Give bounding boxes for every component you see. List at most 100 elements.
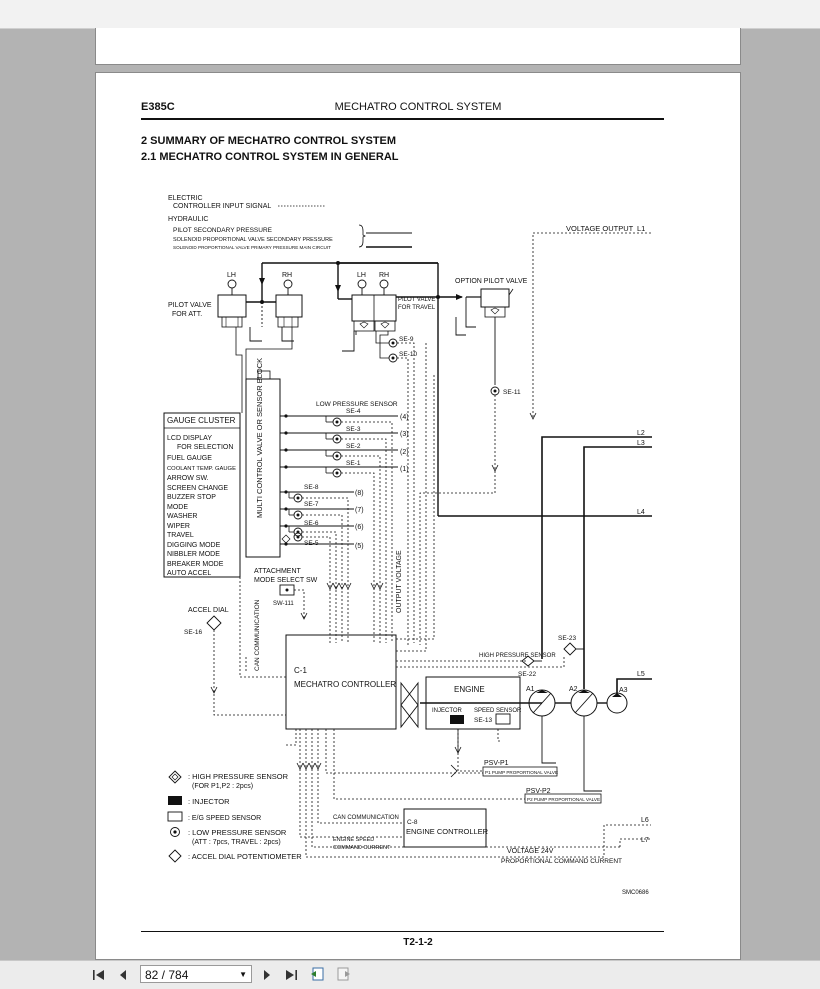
- pilot-valve-travel-label-1: PILOT VALVE: [398, 297, 435, 303]
- previous-page-icon: [120, 970, 126, 980]
- n5-label: (5): [355, 543, 364, 550]
- n3-label: (3): [400, 431, 409, 438]
- injector-icon: [450, 715, 464, 724]
- previous-view-icon: [311, 967, 324, 981]
- mechatro-controller: C-1 MECHATRO CONTROLLER OUTPUT VOLTAGE: [285, 343, 435, 730]
- drawing-code: SMC0686: [622, 890, 649, 896]
- can-communication-label: CAN COMMUNICATION: [333, 815, 399, 821]
- previous-view-button[interactable]: [310, 966, 326, 982]
- pilot-valve-travel: LH RH PILOT VALVE FOR TRAVEL: [335, 261, 463, 645]
- l3-label: L3: [637, 440, 645, 447]
- last-page-icon: [286, 970, 297, 980]
- gauge-item: NIBBLER MODE: [167, 551, 220, 558]
- a1-label: A1: [526, 686, 535, 693]
- last-page-button[interactable]: [282, 966, 300, 984]
- legend-electric: ELECTRIC: [168, 195, 203, 202]
- previous-page-button[interactable]: [114, 966, 132, 984]
- psv-p2-label: PSV-P2: [526, 788, 551, 795]
- rh-label-att: RH: [282, 272, 292, 279]
- legend-injector: : INJECTOR: [188, 797, 230, 806]
- voltage-output-label: VOLTAGE OUTPUT: [566, 224, 634, 233]
- engine-speed-label-1: ENGINE SPEED: [333, 837, 374, 843]
- gauge-item: MODE: [167, 504, 188, 511]
- accel-dial-label: ACCEL DIAL: [188, 607, 229, 614]
- engine-controller-label: ENGINE CONTROLLER: [406, 827, 489, 836]
- gauge-item: WASHER: [167, 513, 197, 520]
- c8-label: C-8: [407, 819, 418, 826]
- document-page: E385C MECHATRO CONTROL SYSTEM 2 SUMMARY …: [95, 72, 741, 960]
- se23-label: SE-23: [558, 635, 576, 642]
- legend-speed-sensor-icon: [167, 811, 183, 822]
- speed-sensor-label: SPEED SENSOR: [474, 708, 522, 714]
- section-heading: 2 SUMMARY OF MECHATRO CONTROL SYSTEM: [141, 135, 397, 147]
- n8-label: (8): [355, 490, 364, 497]
- legend-injector-icon: [168, 796, 182, 805]
- se11-label: SE-11: [503, 389, 521, 396]
- se8-label: SE-8: [304, 484, 319, 491]
- se13-label: SE-13: [474, 717, 492, 724]
- pilot-valve-att-label-2: FOR ATT.: [172, 311, 202, 318]
- se10-label: SE-10: [399, 351, 417, 358]
- next-page-icon: [264, 970, 270, 980]
- chevron-down-icon: ▼: [239, 970, 247, 979]
- gauge-item: BREAKER MODE: [167, 561, 224, 568]
- footer-rule: [141, 931, 664, 932]
- l5-label: L5: [637, 671, 645, 678]
- se16-label: SE-16: [184, 629, 202, 636]
- gauge-item: AUTO ACCEL: [167, 570, 211, 577]
- legend-solenoid-primary: SOLENOID PROPORTIONAL VALVE PRIMARY PRES…: [173, 245, 331, 250]
- legend-solenoid-secondary: SOLENOID PROPORTIONAL VALVE SECONDARY PR…: [173, 237, 333, 243]
- gauge-item: FOR SELECTION: [177, 444, 233, 451]
- can-communication-vertical-label: CAN COMMUNICATION: [254, 599, 261, 671]
- se3-label: SE-3: [346, 426, 361, 433]
- pilot-valve-att-label-1: PILOT VALVE: [168, 302, 212, 309]
- attachment-mode-label-1: ATTACHMENT: [254, 568, 302, 575]
- a3-label: A3: [619, 687, 628, 694]
- n6-label: (6): [355, 524, 364, 531]
- l6-label: L6: [641, 817, 649, 824]
- gauge-item: COOLANT TEMP. GAUGE: [167, 466, 236, 472]
- hydraulic-pumps: A1 A2 A3 L5: [526, 671, 652, 792]
- gauge-item: TRAVEL: [167, 532, 194, 539]
- legend-lp-2: (ATT : 7pcs, TRAVEL : 2pcs): [192, 839, 281, 846]
- n4-label: (4): [400, 414, 409, 421]
- first-page-button[interactable]: [90, 966, 108, 984]
- next-page-button[interactable]: [258, 966, 276, 984]
- engine-speed-label-2: COMMAND CURRENT: [333, 845, 391, 851]
- next-view-button[interactable]: [335, 966, 351, 982]
- page-navigation-bar: 82 / 784 ▼: [0, 960, 820, 989]
- model-label: E385C: [141, 101, 175, 113]
- voltage-24v-label: VOLTAGE 24V: [507, 848, 554, 855]
- page-code: T2-1-2: [403, 937, 433, 948]
- mechatro-system-diagram: ELECTRIC CONTROLLER INPUT SIGNAL HYDRAUL…: [163, 195, 652, 896]
- option-pilot-valve: OPTION PILOT VALVE SE-11: [419, 278, 528, 645]
- l2-label: L2: [637, 430, 645, 437]
- sw111-label: SW-111: [273, 601, 294, 607]
- option-pilot-valve-label: OPTION PILOT VALVE: [455, 278, 528, 285]
- legend-controller-input: CONTROLLER INPUT SIGNAL: [173, 203, 271, 210]
- engine-block: ENGINE INJECTOR SPEED SENSOR SE-13: [420, 676, 542, 730]
- n1-label: (1): [400, 466, 409, 473]
- legend-eg-speed: : E/G SPEED SENSOR: [188, 815, 261, 822]
- psv-p1-label: PSV-P1: [484, 760, 509, 767]
- l4-label: L4: [637, 509, 645, 516]
- sensor-block: MULTI CONTROL VALVE OR SENSOR BLOCK LOW …: [245, 358, 398, 558]
- lh-label-travel: LH: [357, 272, 366, 279]
- legend-pilot-secondary: PILOT SECONDARY PRESSURE: [173, 227, 273, 234]
- multi-control-valve-label: MULTI CONTROL VALVE OR SENSOR BLOCK: [255, 358, 264, 518]
- gauge-item: SCREEN CHANGE: [167, 485, 228, 492]
- prop-command-label: PROPORTIONAL COMMAND CURRENT: [501, 858, 622, 865]
- p2-pump-label: P2 PUMP PROPORTIONAL VALVE: [527, 797, 600, 802]
- gauge-cluster-title: GAUGE CLUSTER: [167, 416, 236, 425]
- se22-label: SE-22: [518, 671, 536, 678]
- injector-label: INJECTOR: [432, 708, 463, 714]
- page-number-value: 82 / 784: [145, 968, 189, 982]
- se1-label: SE-1: [346, 460, 361, 467]
- l1-label: L1: [637, 224, 645, 233]
- gauge-item: LCD DISPLAY: [167, 435, 212, 442]
- page-number-field[interactable]: 82 / 784 ▼: [140, 965, 252, 983]
- accel-dial: ACCEL DIAL SE-16: [184, 607, 286, 716]
- legend-accel: : ACCEL DIAL POTENTIOMETER: [188, 852, 302, 861]
- symbol-legend: : HIGH PRESSURE SENSOR (FOR P1,P2 : 2pcs…: [167, 770, 302, 863]
- next-view-icon: [337, 967, 350, 981]
